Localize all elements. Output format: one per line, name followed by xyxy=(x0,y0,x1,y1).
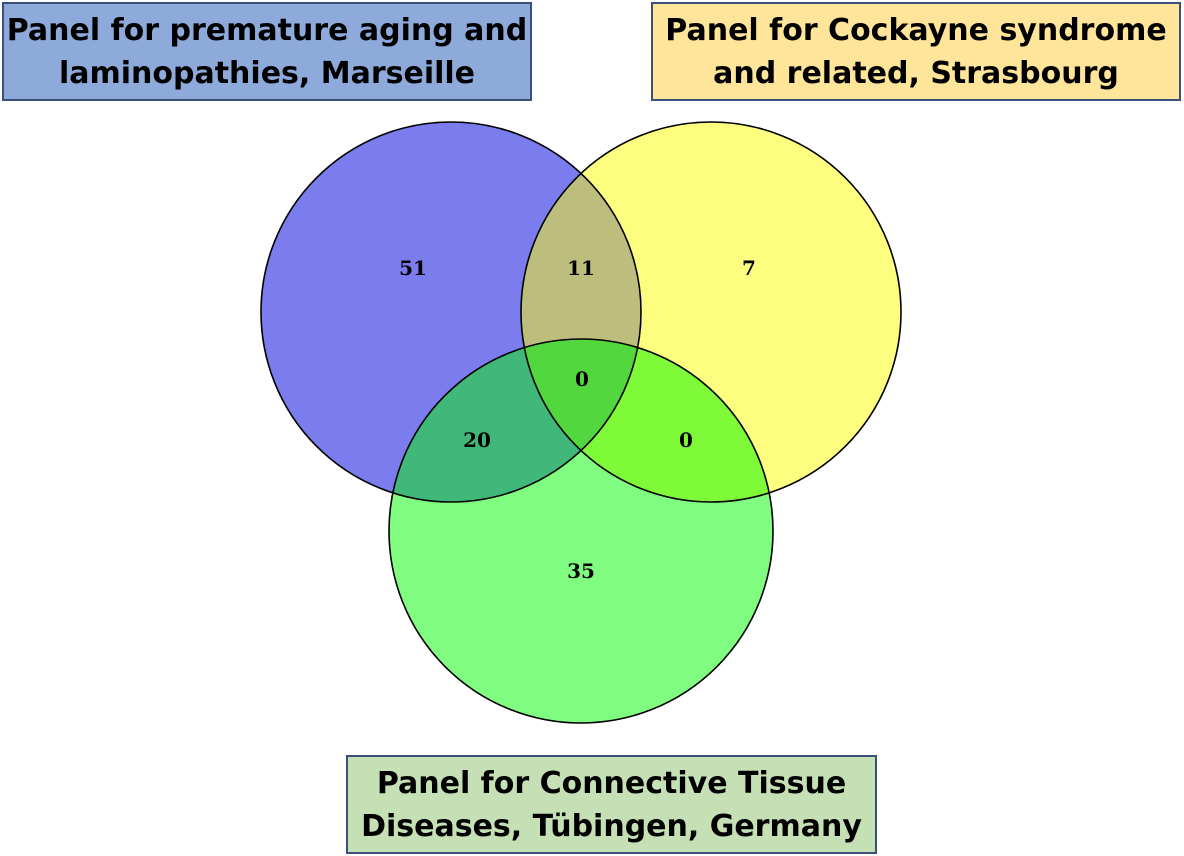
count-tubingen-only: 35 xyxy=(567,559,595,583)
panel-label-tubingen: Panel for Connective Tissue Diseases, Tü… xyxy=(346,755,877,854)
circle-strasbourg-outline xyxy=(520,121,902,503)
count-marseille-strasbourg: 11 xyxy=(567,256,595,280)
count-all-three: 0 xyxy=(575,367,589,391)
count-marseille-only: 51 xyxy=(399,256,427,280)
panel-label-marseille-line2: laminopathies, Marseille xyxy=(58,55,476,91)
circle-tubingen-outline xyxy=(388,338,774,724)
panel-label-strasbourg-line2: and related, Strasbourg xyxy=(713,55,1119,91)
panel-label-strasbourg: Panel for Cockayne syndrome and related,… xyxy=(651,2,1181,101)
panel-label-tubingen-line1: Panel for Connective Tissue xyxy=(376,765,847,801)
region-marseille-tubingen xyxy=(389,339,641,502)
panel-label-marseille: Panel for premature aging and laminopath… xyxy=(2,2,532,101)
region-strasbourg-tubingen xyxy=(521,339,773,502)
count-strasbourg-only: 7 xyxy=(742,256,756,280)
panel-label-strasbourg-line1: Panel for Cockayne syndrome xyxy=(665,12,1167,48)
panel-label-marseille-line1: Panel for premature aging and xyxy=(6,12,528,48)
count-strasbourg-tubingen: 0 xyxy=(679,428,693,452)
count-marseille-tubingen: 20 xyxy=(463,428,491,452)
circle-marseille-outline xyxy=(260,121,642,503)
panel-label-tubingen-line2: Diseases, Tübingen, Germany xyxy=(361,808,862,844)
